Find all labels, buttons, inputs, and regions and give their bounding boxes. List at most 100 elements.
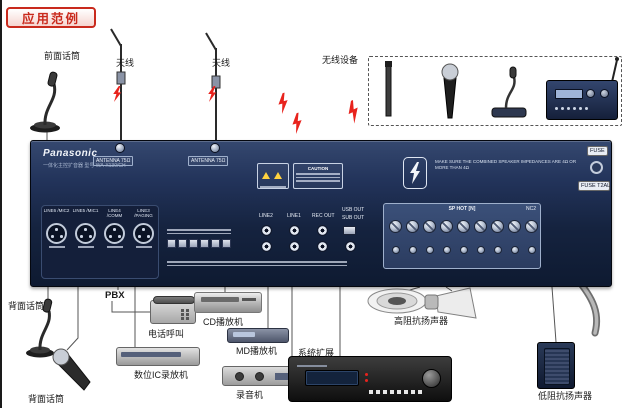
antenna-jack-right (210, 143, 220, 153)
wireless-gooseneck-mic-icon (491, 66, 527, 118)
receiver-display (555, 89, 583, 99)
screw-terminal (406, 220, 419, 233)
xlr-input: LINE5 /MIC1 (71, 206, 100, 278)
xlr-label: LINE6 /MIC2 (43, 208, 70, 213)
terminal-square (178, 239, 187, 248)
terminal-nuts-row (392, 246, 536, 254)
screw-terminal (440, 220, 453, 233)
sys-display (305, 370, 359, 386)
system-expansion-unit (288, 356, 452, 402)
xlr-input: LINE4 /COMM (100, 206, 129, 278)
lightning-icon (410, 162, 420, 184)
label-antenna-left: 天线 (116, 58, 135, 68)
brand-logo: Panasonic (43, 148, 98, 159)
xlr-input: LINE3 /PAGING (129, 206, 158, 278)
rf-lightning-icons (113, 86, 358, 135)
xlr-connector (75, 223, 96, 244)
nut-terminal (528, 246, 536, 254)
sys-led (365, 379, 368, 382)
xlr-input: LINE6 /MIC2 (42, 206, 71, 278)
warning-triangle-icon (262, 172, 270, 179)
xlr-label: LINE3 /PAGING (134, 208, 153, 219)
antenna-jack-left (115, 143, 125, 153)
cd-tray (201, 297, 239, 302)
phone-key (186, 309, 189, 312)
rear-handheld-mic-icon (52, 348, 91, 391)
front-gooseneck-mic-icon (30, 71, 60, 133)
horn-speaker-icon (424, 287, 477, 319)
caution-text: CAUTION (307, 166, 329, 171)
label-md-player: MD播放机 (236, 346, 277, 356)
warning-triangle-icon (274, 172, 282, 179)
xlr-connector (104, 223, 125, 244)
terminal-square (222, 239, 231, 248)
nut-terminal (460, 246, 468, 254)
label-cd-player: CD播放机 (203, 317, 243, 327)
xlr-label: LINE4 /COMM (106, 208, 123, 219)
microtext (167, 259, 347, 268)
tape-reel (255, 372, 264, 381)
screw-terminal (508, 220, 521, 233)
rca-jack (289, 241, 300, 252)
screw-terminal (423, 220, 436, 233)
nut-terminal (409, 246, 417, 254)
label-rear-mic-bottom: 背面话筒 (28, 394, 65, 404)
connection-lines (46, 130, 557, 367)
md-display (233, 332, 255, 337)
md-player (227, 328, 289, 343)
label-wireless-devices: 无线设备 (322, 55, 359, 65)
xlr-label: LINE5 /MIC1 (72, 208, 99, 213)
ic-slot (121, 352, 181, 357)
rca-jack (345, 241, 356, 252)
terminal-square (200, 239, 209, 248)
digital-ic-recorder (116, 347, 200, 366)
warning-label-2: CAUTION (293, 163, 343, 189)
sys-knob (422, 369, 441, 388)
terminal-square (167, 239, 176, 248)
sys-buttons (369, 390, 422, 394)
label-front-mic: 前面话筒 (44, 51, 81, 61)
antenna-left-icon (110, 28, 126, 142)
speaker-terminal-block: SP HOT [N] NC2 (383, 203, 541, 269)
high-voltage-symbol (403, 157, 427, 189)
rca-jack (261, 225, 272, 236)
label-lo-z-speaker: 低阻抗扬声器 (538, 391, 593, 401)
wireless-receiver (546, 80, 618, 120)
screw-terminal (525, 220, 538, 233)
jack-label: LINE2 (259, 213, 273, 219)
terminal-square (211, 239, 220, 248)
nut-terminal (511, 246, 519, 254)
tape-window (275, 373, 289, 380)
jack-label: REC OUT (312, 213, 335, 219)
nut-terminal (426, 246, 434, 254)
cd-player (194, 292, 262, 313)
telephone (150, 296, 196, 324)
screw-terminal (474, 220, 487, 233)
speaker-grille (544, 348, 570, 385)
model-text: 一体化主控扩音器 型号 WA-X130/CH (43, 163, 126, 169)
phone-key (181, 313, 184, 316)
usb-port (343, 226, 356, 235)
label-tape-recorder: 录音机 (236, 390, 264, 400)
sys-led (365, 373, 368, 376)
rca-jack (317, 241, 328, 252)
column-speaker (537, 342, 575, 389)
rear-gooseneck-mic-icon (26, 298, 54, 358)
microtext (48, 244, 65, 250)
screw-terminal (389, 220, 402, 233)
phone-key (186, 313, 189, 316)
rca-jack (289, 225, 300, 236)
microtext (296, 173, 340, 182)
microtext (77, 244, 94, 250)
jack-label: SUB OUT (342, 215, 365, 221)
receiver-buttons (555, 107, 588, 110)
rca-jack (261, 241, 272, 252)
page-title: 应用范例 (6, 7, 96, 28)
receiver-knob (600, 89, 609, 98)
tape-reel (235, 372, 244, 381)
tape-recorder (222, 366, 296, 386)
microtext (167, 227, 231, 236)
wireless-pencil-mic-icon (385, 61, 392, 117)
nut-terminal (494, 246, 502, 254)
